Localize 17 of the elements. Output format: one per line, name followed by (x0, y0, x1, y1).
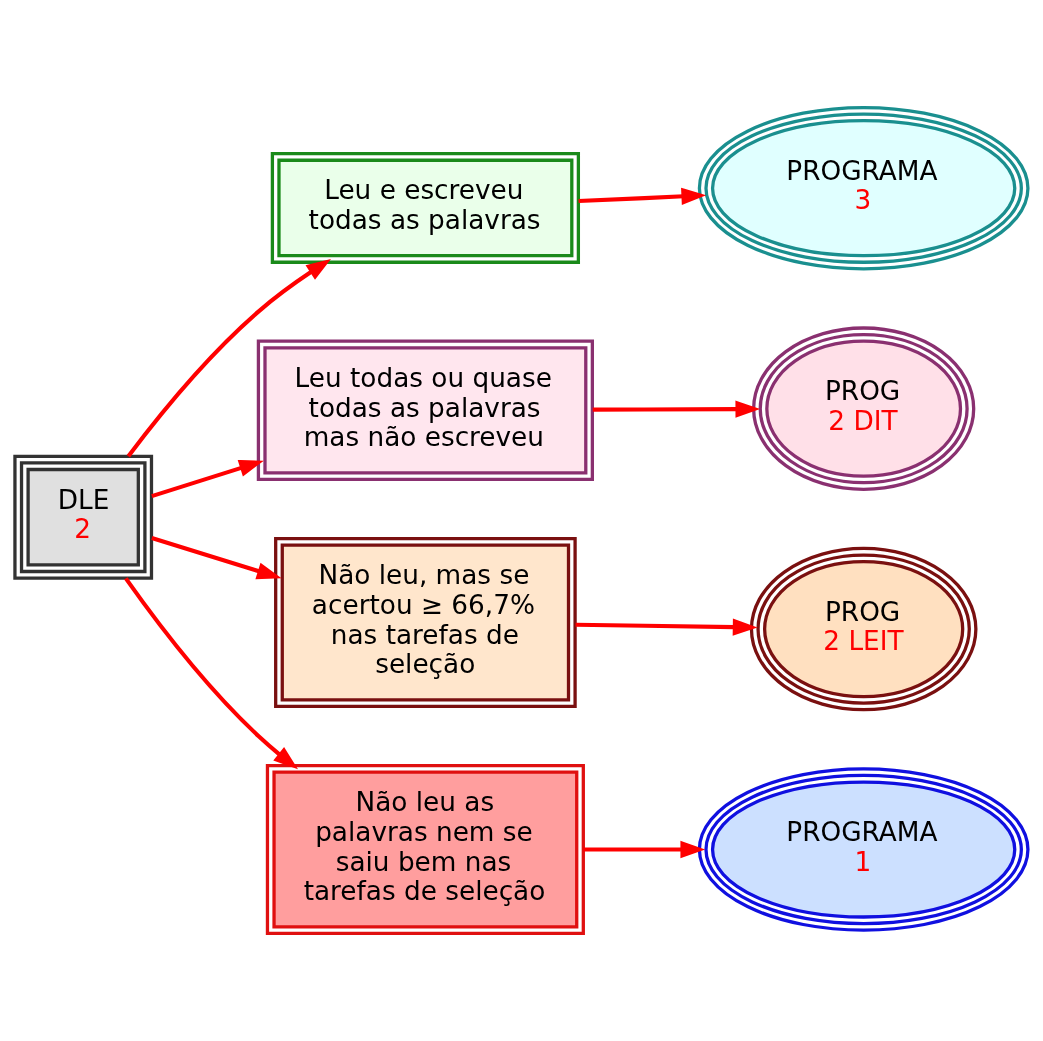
arrow (151, 536, 282, 580)
arrow (578, 187, 707, 206)
node-box: DLE 2 (13, 454, 154, 580)
node-box: Leu todas ou quase todas as palavras mas não escreveu (256, 339, 594, 482)
arrow (124, 577, 298, 770)
arrow (592, 400, 761, 418)
node-ellipse: PROGRAMA 1 (697, 767, 1030, 932)
node-box: Leu e escreveu todas as palavras (270, 152, 581, 264)
arrow (575, 618, 758, 636)
node-box: Não leu, mas se acertou ≥ 66,7% nas tarefas de seleção (274, 536, 577, 709)
node-box: Não leu as palavras nem se saiu bem nas tarefas de seleção (265, 763, 585, 936)
node-ellipse: PROG 2 LEIT (749, 546, 978, 712)
node-ellipse: PROG 2 DIT (752, 326, 976, 491)
arrow (583, 840, 706, 859)
arrow (126, 258, 331, 458)
arrow (151, 459, 264, 499)
node-ellipse: PROGRAMA 3 (697, 105, 1030, 271)
